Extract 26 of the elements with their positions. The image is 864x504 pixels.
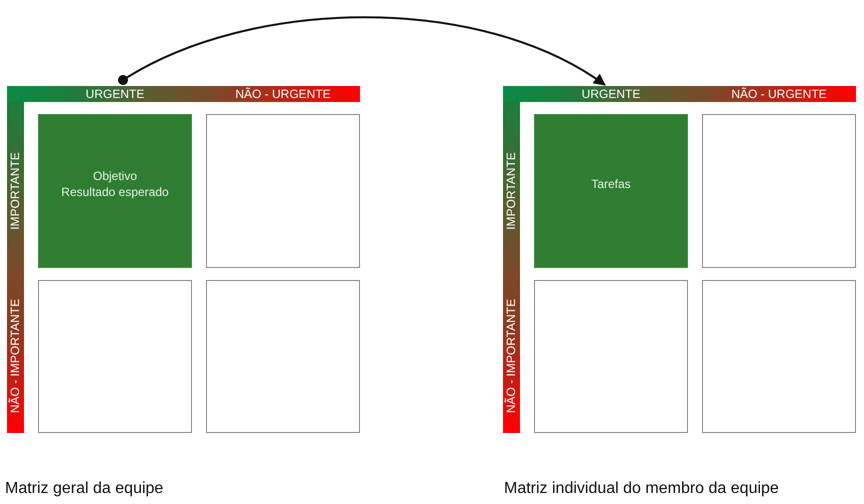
axis-label: IMPORTANTE [7,152,23,230]
caption: Matriz geral da equipe [5,480,164,498]
axis-label: NÃO - IMPORTANTE [503,298,519,414]
quadrant-box [702,280,856,433]
axis-label: NÃO - URGENTE [731,86,827,102]
curved-arrow [118,16,606,86]
axis-label: URGENTE [86,86,144,102]
side-axis-band [7,102,24,433]
quadrant-box [534,280,688,433]
quadrant-box [38,280,192,433]
quadrant-box [534,114,688,268]
quadrant-label: Tarefas [591,176,631,192]
axis-label: NÃO - IMPORTANTE [7,298,23,414]
top-axis-band [503,86,856,102]
quadrant-box [206,280,360,433]
quadrant-label: Objetivo [92,168,138,184]
quadrant-box [702,114,856,268]
quadrant-box [206,114,360,268]
quadrant-label: Resultado esperado [61,184,169,200]
axis-label: NÃO - URGENTE [235,86,331,102]
top-axis-band [7,86,360,102]
axis-label: IMPORTANTE [503,152,519,230]
quadrant-box [38,114,192,268]
side-axis-band [503,102,520,433]
axis-label: URGENTE [582,86,640,102]
caption: Matriz individual do membro da equipe [504,480,779,498]
